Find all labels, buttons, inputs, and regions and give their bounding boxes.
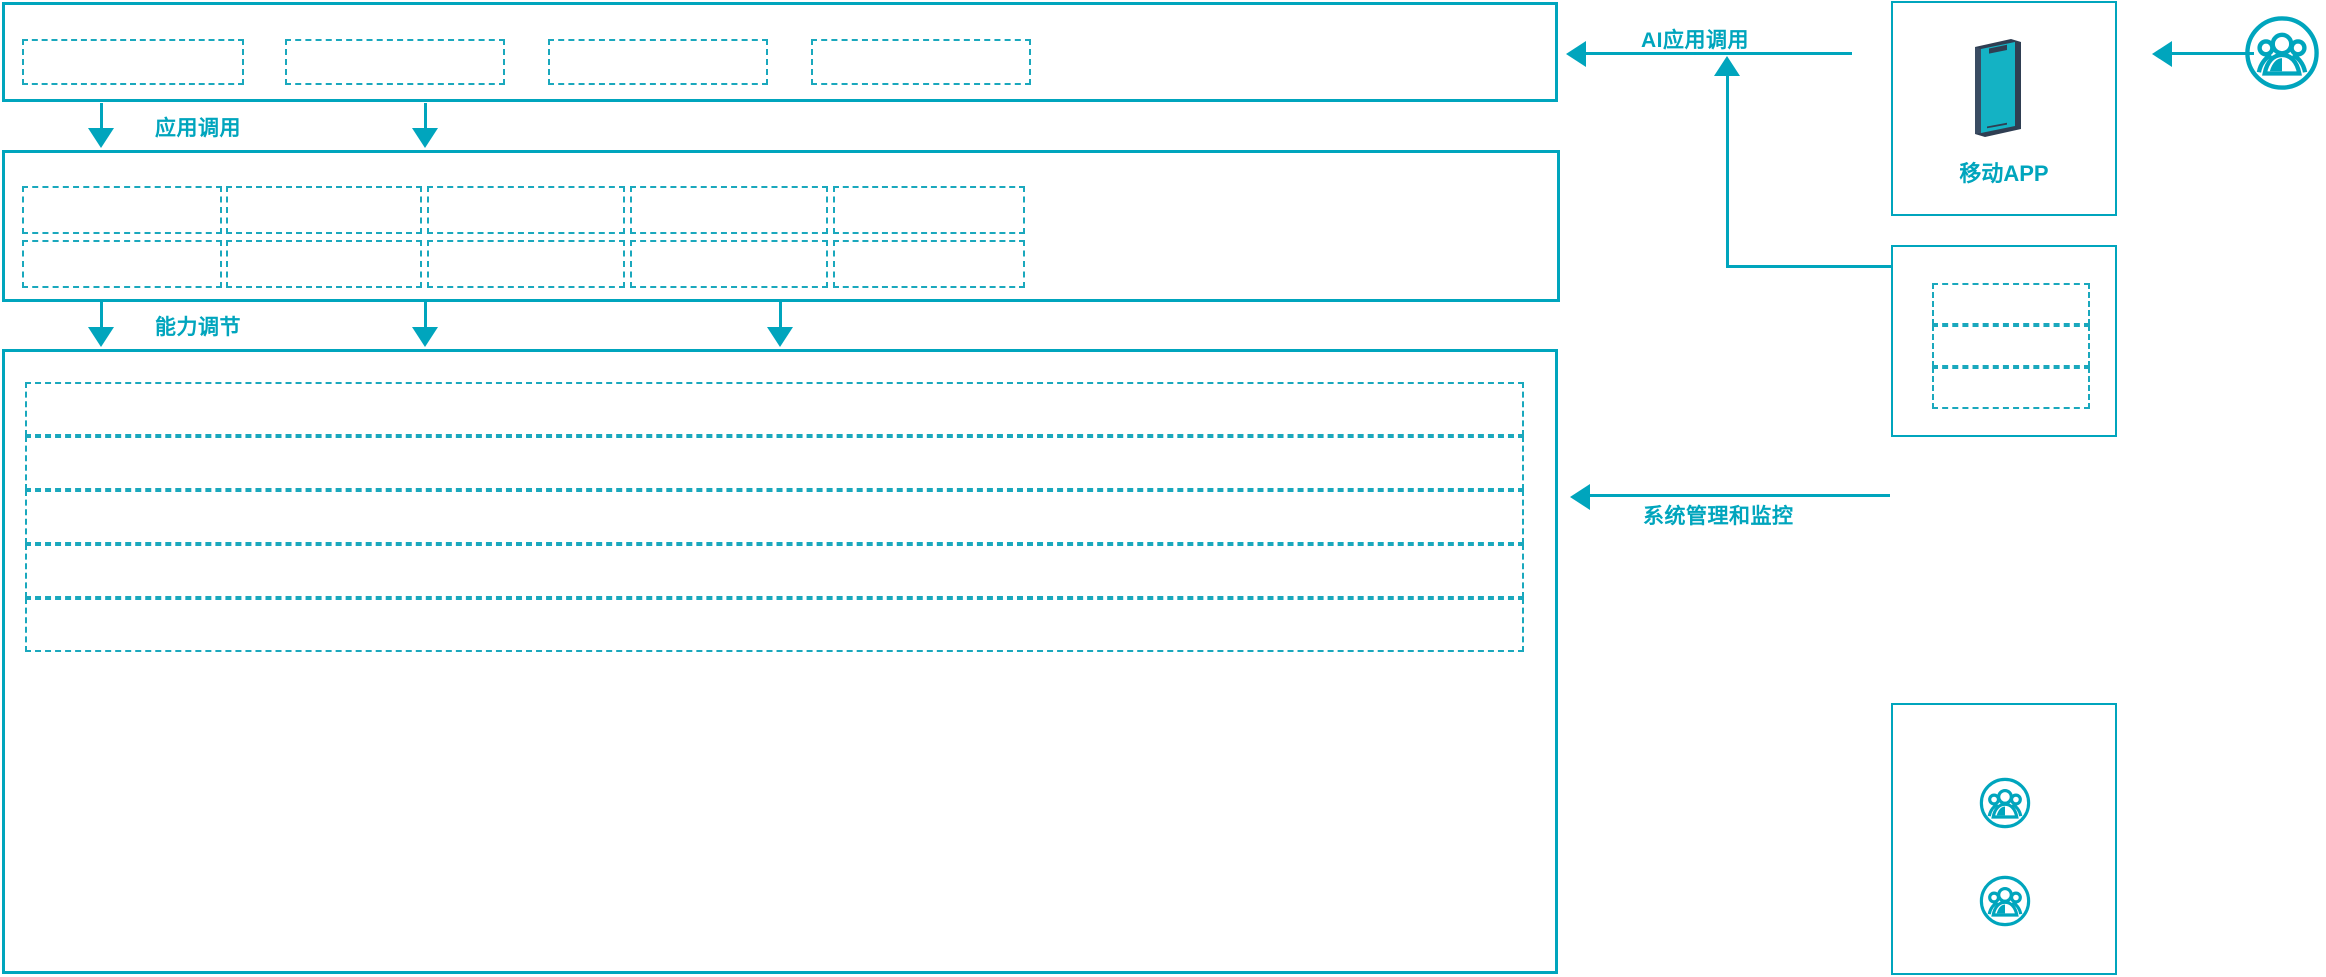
end-user-to-app-arrowhead <box>2152 41 2172 67</box>
app-invoke-line-left <box>100 103 103 145</box>
cap-box-r2c4[interactable] <box>630 240 828 288</box>
mobile-app-panel[interactable]: 移动APP <box>1891 1 2117 216</box>
channel-box-3[interactable] <box>1932 367 2090 409</box>
app-box-4[interactable] <box>811 39 1031 85</box>
cap-box-r2c1[interactable] <box>22 240 222 288</box>
capability-adjust-arrowhead-2 <box>412 327 438 347</box>
admin-panel[interactable] <box>1891 703 2117 975</box>
ai-app-invoke-label: AI应用调用 <box>1641 29 1749 52</box>
platform-row-4[interactable] <box>25 544 1524 598</box>
cap-box-r1c3[interactable] <box>427 186 625 234</box>
capability-adjust-line-2 <box>424 302 427 344</box>
cap-box-r2c2[interactable] <box>226 240 422 288</box>
ai-app-invoke-riser-arrowhead <box>1714 56 1740 76</box>
app-invoke-arrowhead-left <box>88 128 114 148</box>
capability-adjust-line-3 <box>779 302 782 344</box>
end-user-icon <box>2241 12 2323 94</box>
app-invoke-label: 应用调用 <box>155 117 241 140</box>
ai-app-invoke-arrowhead <box>1566 41 1586 67</box>
admin-user-icon-1 <box>1977 775 2033 831</box>
system-admin-arrowhead <box>1570 484 1590 510</box>
capability-adjust-label: 能力调节 <box>155 316 241 339</box>
ai-app-invoke-line <box>1584 52 1852 55</box>
app-invoke-arrowhead-right <box>412 128 438 148</box>
cap-box-r2c5[interactable] <box>833 240 1025 288</box>
ai-app-invoke-riser <box>1726 68 1729 268</box>
platform-row-2[interactable] <box>25 436 1524 490</box>
capability-adjust-arrowhead-3 <box>767 327 793 347</box>
cap-box-r1c1[interactable] <box>22 186 222 234</box>
cap-box-r1c4[interactable] <box>630 186 828 234</box>
cap-box-r1c2[interactable] <box>226 186 422 234</box>
capability-adjust-line-1 <box>100 302 103 344</box>
app-box-3[interactable] <box>548 39 768 85</box>
channel-panel[interactable] <box>1891 245 2117 437</box>
mobile-app-caption: 移动APP <box>1959 161 2049 186</box>
cap-box-r2c3[interactable] <box>427 240 625 288</box>
mobile-phone-icon <box>1945 31 2067 141</box>
channel-box-1[interactable] <box>1932 283 2090 325</box>
channel-box-2[interactable] <box>1932 325 2090 367</box>
application-layer-panel <box>2 2 1558 102</box>
platform-row-1[interactable] <box>25 382 1524 436</box>
ai-app-invoke-elbow <box>1726 265 1892 268</box>
system-admin-line <box>1590 494 1890 497</box>
platform-row-5[interactable] <box>25 598 1524 652</box>
capability-adjust-arrowhead-1 <box>88 327 114 347</box>
app-box-2[interactable] <box>285 39 505 85</box>
cap-box-r1c5[interactable] <box>833 186 1025 234</box>
app-invoke-line-right <box>424 103 427 145</box>
system-admin-label: 系统管理和监控 <box>1643 505 1794 528</box>
end-user-to-app-line <box>2172 52 2254 55</box>
platform-row-3[interactable] <box>25 490 1524 544</box>
admin-user-icon-2 <box>1977 873 2033 929</box>
app-box-1[interactable] <box>22 39 244 85</box>
